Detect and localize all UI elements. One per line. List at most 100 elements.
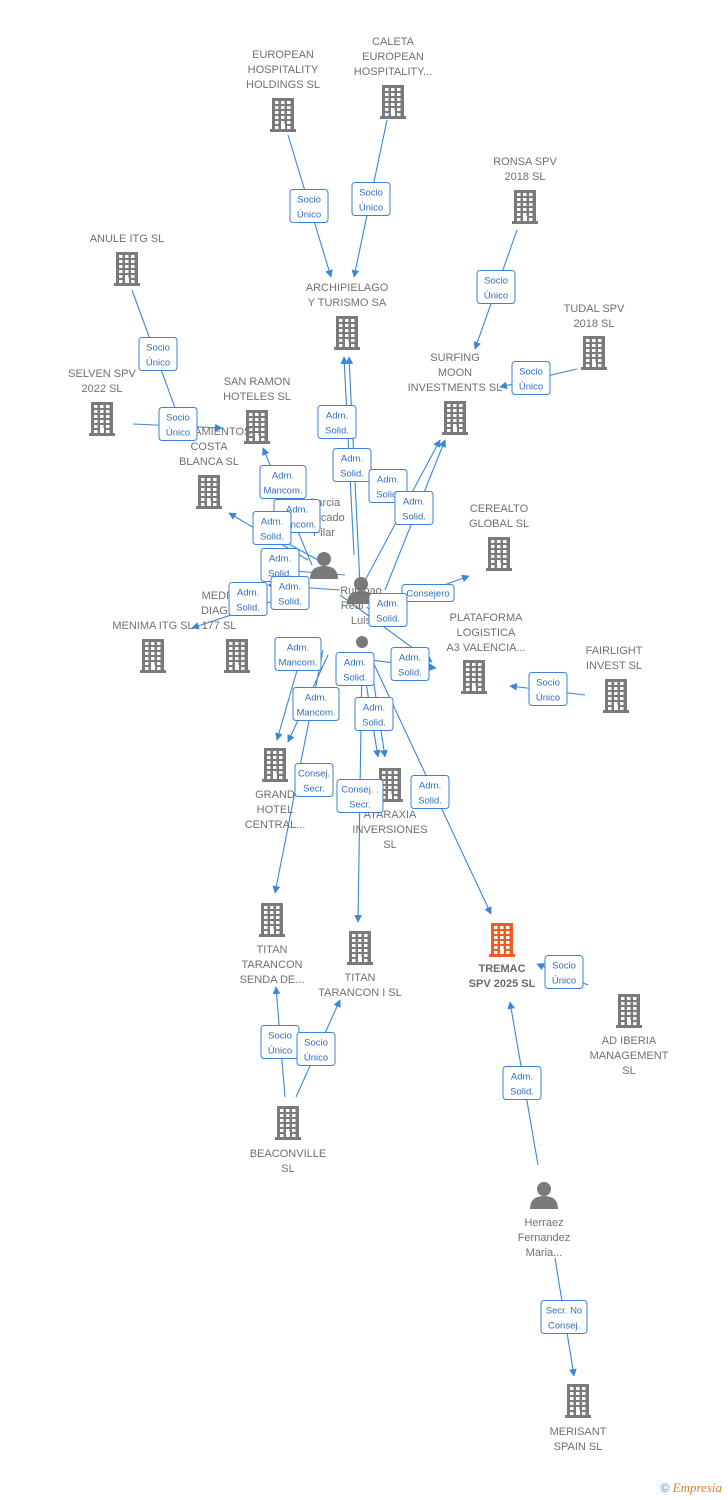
building-window: [494, 946, 498, 949]
relation-badge[interactable]: Adm.Solid.: [317, 405, 357, 439]
node-label: MEDIA: [202, 590, 238, 602]
node-anule[interactable]: ANULE ITG SL: [90, 233, 165, 286]
badge-text: Adm.: [261, 517, 283, 528]
relation-badge[interactable]: Adm.Solid.: [335, 652, 375, 686]
relation-badge[interactable]: Adm.Solid.: [228, 582, 268, 616]
person-body: [347, 591, 375, 604]
node-grand[interactable]: GRANDHOTELCENTRAL...: [245, 748, 306, 831]
building-window: [358, 934, 362, 937]
badge-text: Socio: [359, 188, 383, 199]
relation-badge[interactable]: Adm.Mancom.: [259, 465, 307, 499]
node-label: INVEST SL: [586, 660, 642, 672]
relation-badge[interactable]: Adm.Mancom.: [274, 637, 322, 671]
building-window: [506, 941, 510, 944]
building-window: [201, 493, 205, 496]
building-window: [267, 771, 271, 774]
building-window: [131, 270, 135, 273]
building-window: [382, 781, 386, 784]
building-window: [339, 334, 343, 337]
relation-badge[interactable]: Adm.Solid.: [502, 1066, 542, 1100]
node-label: SENDA DE...: [240, 974, 305, 986]
badge-text: Solid.: [362, 718, 386, 729]
building-base: [347, 962, 373, 965]
node-herraez[interactable]: HerraezFernandezMaria...: [518, 1182, 571, 1259]
badge-text: Mancom.: [277, 520, 316, 531]
footer-credit[interactable]: © Empresia: [660, 1480, 722, 1496]
building-window: [598, 344, 602, 347]
building-window: [235, 662, 239, 665]
node-person3[interactable]: [356, 636, 368, 648]
relation-badge[interactable]: Consej. .Secr.: [336, 779, 384, 813]
relation-badge[interactable]: Adm.Solid.: [368, 593, 408, 627]
building-window: [276, 911, 280, 914]
building-window: [358, 944, 362, 947]
building-window: [100, 420, 104, 423]
relation-badge[interactable]: Adm.Solid.: [260, 548, 300, 582]
building-window: [364, 959, 368, 962]
badge-box: [228, 582, 268, 616]
building-door: [125, 278, 129, 283]
badge-text: Único: [552, 976, 576, 987]
building-window: [131, 260, 135, 263]
building-window: [529, 213, 533, 216]
building-window: [620, 682, 624, 685]
relation-badge[interactable]: Adm.Solid.: [270, 576, 310, 610]
node-label: CEREALTO: [470, 503, 529, 515]
node-label: BLANCA SL: [179, 456, 239, 468]
building-window: [119, 280, 123, 283]
building-window: [529, 203, 533, 206]
building-window: [517, 213, 521, 216]
building-window: [264, 926, 268, 929]
building-door: [472, 686, 476, 691]
node-label: HOSPITALITY: [248, 64, 319, 76]
relation-badge[interactable]: Adm.Mancom.: [292, 687, 340, 721]
relation-badge[interactable]: Adm.Solid.: [410, 775, 450, 809]
relation-badge[interactable]: Adm.Solid.: [390, 647, 430, 681]
building-window: [598, 349, 602, 352]
relation-badge[interactable]: Adm.Solid.: [252, 511, 292, 545]
building-window: [229, 642, 233, 645]
relation-badge[interactable]: Adm.Solid.: [394, 491, 434, 525]
relation-badge[interactable]: Adm.Solid.: [354, 697, 394, 731]
node-caleta[interactable]: CALETAEUROPEANHOSPITALITY...: [354, 36, 432, 119]
badge-text: Secr. No: [546, 1306, 582, 1317]
building-window: [633, 1007, 637, 1010]
relation-badge[interactable]: Adm.Solid.: [332, 448, 372, 482]
building-window: [267, 776, 271, 779]
node-menima[interactable]: MENIMA ITG SL: [112, 620, 194, 673]
relation-badge[interactable]: Consejero: [401, 584, 455, 602]
relation-badge[interactable]: Consej.Secr.: [294, 763, 334, 797]
